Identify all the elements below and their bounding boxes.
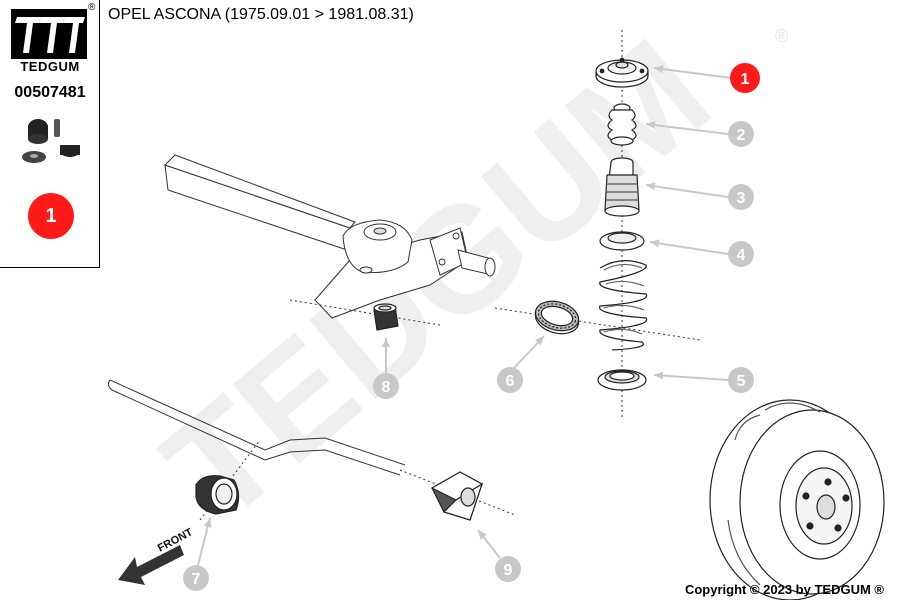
lower-spring-seat xyxy=(597,369,647,391)
stabilizer-bar xyxy=(107,379,406,476)
callout-6-number: 6 xyxy=(506,373,515,390)
callout-5-number: 5 xyxy=(737,373,746,390)
strut-bearing xyxy=(534,300,580,335)
callout-2-number: 2 xyxy=(737,127,746,144)
wheel xyxy=(709,399,885,601)
strut-top-mount xyxy=(595,57,649,88)
callout-4: 4 xyxy=(728,241,754,267)
callout-2: 2 xyxy=(728,121,754,147)
axle-bush xyxy=(373,303,399,331)
callout-3-number: 3 xyxy=(737,190,746,207)
upper-spring-seat xyxy=(599,231,645,251)
callout-7: 7 xyxy=(183,565,209,591)
brand-name: TEDGUM xyxy=(20,59,80,74)
registered-mark: ® xyxy=(88,2,96,13)
callout-7-number: 7 xyxy=(192,571,201,588)
callout-1: 1 xyxy=(730,63,760,93)
callout-9-number: 9 xyxy=(504,562,513,579)
rear-axle-beam xyxy=(164,154,496,319)
watermark-reg-mark: ® xyxy=(775,26,788,46)
callout-1-number: 1 xyxy=(741,71,750,88)
vehicle-title: OPEL ASCONA (1975.09.01 > 1981.08.31) xyxy=(108,6,414,23)
dust-boot xyxy=(604,157,640,217)
kit-product-thumbnail xyxy=(22,119,80,163)
callout-5: 5 xyxy=(728,367,754,393)
callout-3: 3 xyxy=(728,184,754,210)
bump-stop xyxy=(607,103,637,146)
leader-lines xyxy=(197,65,733,566)
callout-9: 9 xyxy=(495,556,521,582)
kit-component-badge: 1 xyxy=(28,193,74,239)
callout-6: 6 xyxy=(497,367,523,393)
callout-8-number: 8 xyxy=(382,379,391,396)
copyright-notice: Copyright © 2023 by TEDGUM ® xyxy=(684,582,884,597)
part-number: 00507481 xyxy=(14,84,86,101)
coil-spring xyxy=(599,260,648,351)
stabilizer-bush-round xyxy=(195,475,240,515)
brand-side-panel: ® TEDGUM 00507481 1 xyxy=(0,0,100,268)
callout-8: 8 xyxy=(373,373,399,399)
stabilizer-bush-square xyxy=(430,471,484,521)
callout-4-number: 4 xyxy=(737,247,746,264)
tedgum-logo xyxy=(11,9,87,59)
